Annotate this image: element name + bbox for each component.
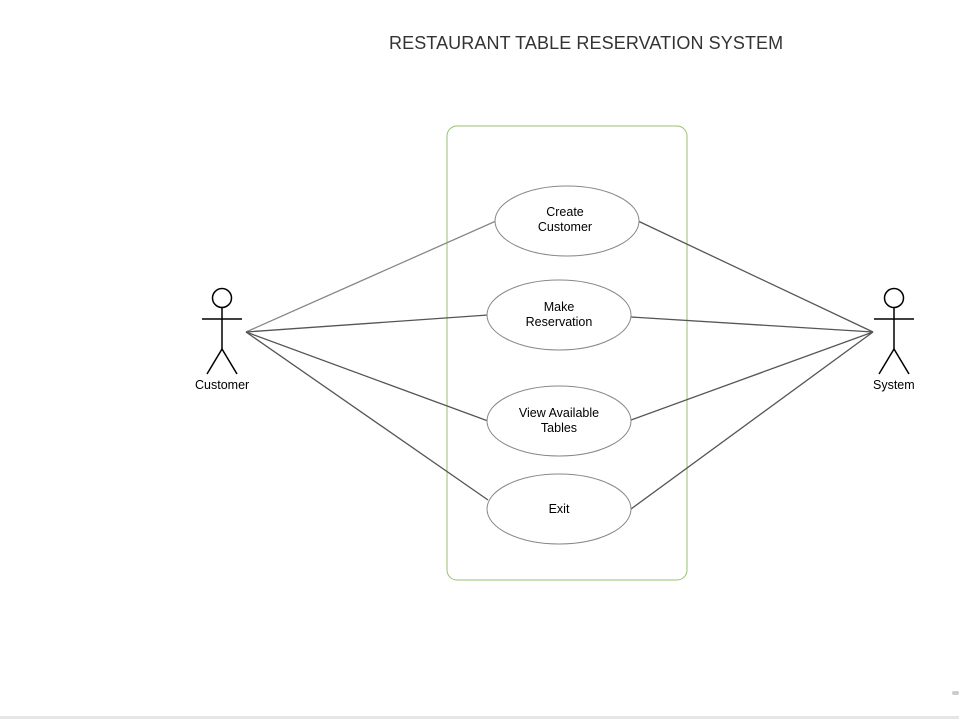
- usecase-view-available-tables[interactable]: [486, 385, 632, 457]
- usecase-create-customer[interactable]: [494, 185, 640, 257]
- actor-system-head: [883, 287, 905, 309]
- system-boundary: [446, 125, 688, 581]
- canvas-bottom-edge: [0, 716, 959, 719]
- usecase-exit-label: Exit: [548, 502, 570, 516]
- usecase-exit[interactable]: [486, 473, 632, 545]
- actor-system-figure[interactable]: [874, 287, 914, 375]
- usecase-create-customer-label: Create Customer: [537, 205, 593, 234]
- assoc-customer-view-tables: [245, 331, 489, 422]
- assoc-customer-make-reservation: [245, 314, 489, 333]
- assoc-system-view-tables: [630, 331, 874, 421]
- resize-handle[interactable]: [952, 691, 959, 695]
- assoc-customer-create-customer: [245, 220, 497, 333]
- assoc-system-exit: [630, 331, 874, 510]
- diagram-title: RESTAURANT TABLE RESERVATION SYSTEM: [389, 33, 784, 53]
- usecase-view-available-tables-label: View Available Tables: [518, 406, 600, 435]
- usecase-make-reservation-label: Make Reservation: [525, 300, 593, 329]
- usecase-make-reservation[interactable]: [486, 279, 632, 351]
- actor-customer-head: [211, 287, 233, 309]
- assoc-customer-exit: [245, 331, 489, 501]
- assoc-system-make-reservation: [630, 316, 874, 333]
- actor-customer-figure[interactable]: [202, 287, 242, 375]
- actor-customer-label: Customer: [195, 378, 250, 392]
- association-lines: [245, 220, 874, 510]
- assoc-system-create-customer: [637, 220, 874, 333]
- actor-system-label: System: [873, 378, 915, 392]
